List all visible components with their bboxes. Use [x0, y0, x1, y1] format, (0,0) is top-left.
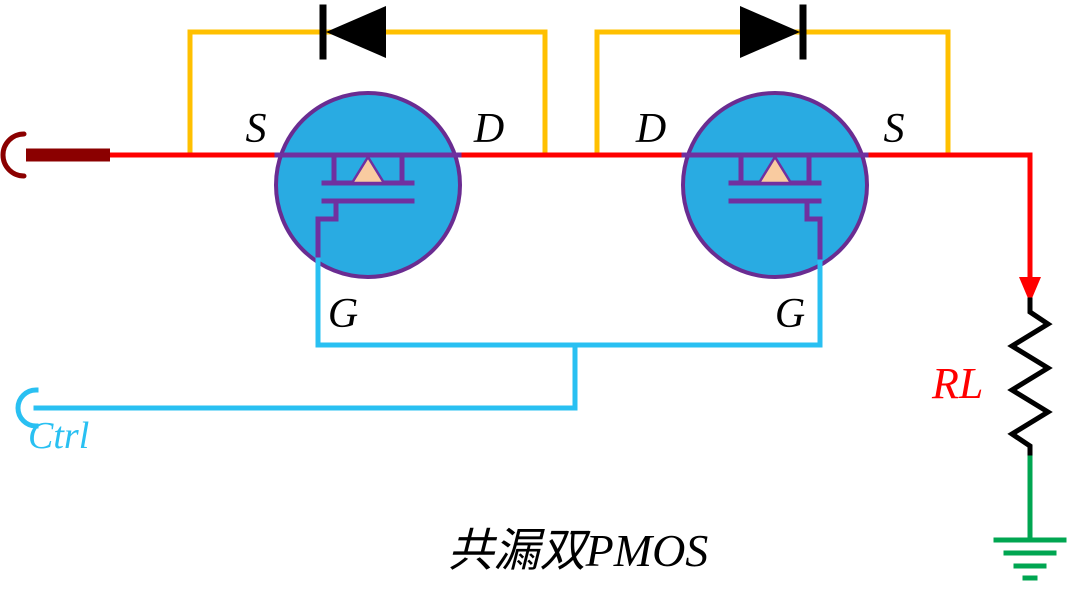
- gate-lead: [315, 198, 339, 266]
- diode-triangle: [326, 6, 386, 58]
- substrate-arrow: [349, 154, 387, 185]
- gate-control-wiring: [15, 257, 823, 429]
- label-left-drain: D: [473, 106, 504, 152]
- label-left-source: S: [246, 106, 267, 152]
- pmos-left: [274, 91, 462, 279]
- gate-lead: [804, 198, 823, 268]
- body-diode-right: [740, 4, 807, 60]
- ground-symbol: [993, 537, 1067, 581]
- label-load: RL: [931, 359, 983, 408]
- label-left-gate: G: [328, 291, 358, 337]
- ctrl-terminal-arc: [15, 387, 39, 429]
- input-terminal: [0, 131, 110, 179]
- load-resistor: [1007, 297, 1053, 461]
- power-rail: [103, 152, 1041, 303]
- current-arrow: [1019, 277, 1041, 303]
- substrate-arrow: [756, 154, 794, 185]
- diagram-title: 共漏双PMOS: [448, 525, 709, 576]
- diode-triangle: [740, 6, 800, 58]
- load-branch: [993, 297, 1067, 581]
- label-right-gate: G: [775, 291, 805, 337]
- input-terminal-arc: [0, 131, 27, 179]
- label-ctrl: Ctrl: [28, 415, 89, 457]
- label-right-drain: D: [635, 106, 666, 152]
- body-diode-left: [319, 4, 386, 60]
- pmos-right: [681, 91, 869, 279]
- label-right-source: S: [884, 106, 905, 152]
